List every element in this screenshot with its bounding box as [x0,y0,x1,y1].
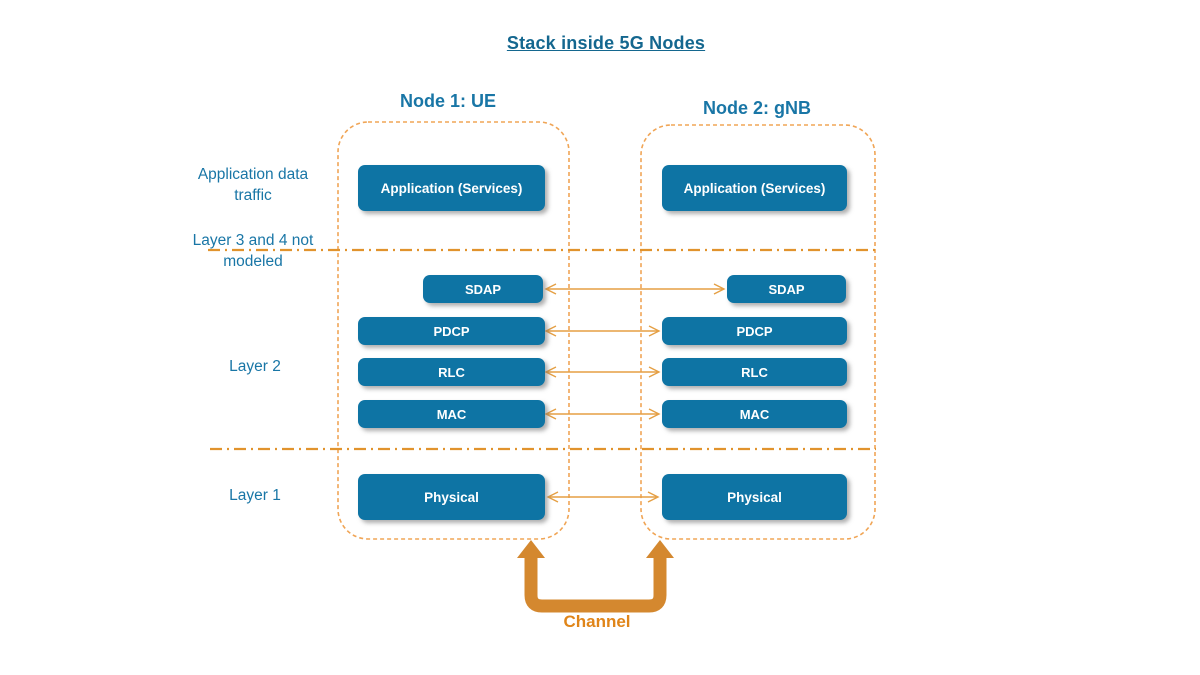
arrow-sdap [544,283,726,295]
node2-sdap-box: SDAP [727,275,846,303]
node2-title: Node 2: gNB [703,98,811,118]
node2-pdcp-box: PDCP [662,317,847,345]
label-layer-2: Layer 2 [229,358,281,375]
channel-arrowhead-right [646,540,674,558]
node1-dashed-container [337,121,570,540]
arrow-rlc [544,366,661,378]
diagram-title: Stack inside 5G Nodes [506,33,706,53]
channel-connector [524,556,667,613]
node1-pdcp-box: PDCP [358,317,545,345]
node2-dashed-container [640,124,876,540]
channel-label: Channel [563,612,631,631]
arrow-mac [544,408,661,420]
node1-rlc-box: RLC [358,358,545,386]
node1-mac-box: MAC [358,400,545,428]
label-layer-3-4-not-modeled: Layer 3 and 4 not modeled [192,232,314,270]
node1-title: Node 1: UE [399,91,496,111]
arrow-pdcp [544,325,661,337]
arrow-physical [546,491,660,503]
node2-physical-box: Physical [662,474,847,520]
node2-application-box: Application (Services) [662,165,847,211]
channel-arrowhead-left [517,540,545,558]
node1-sdap-box: SDAP [423,275,543,303]
node1-physical-box: Physical [358,474,545,520]
node2-mac-box: MAC [662,400,847,428]
node2-rlc-box: RLC [662,358,847,386]
node1-application-box: Application (Services) [358,165,545,211]
label-application-data-traffic: Application data traffic [197,166,309,204]
label-layer-1: Layer 1 [229,487,281,504]
